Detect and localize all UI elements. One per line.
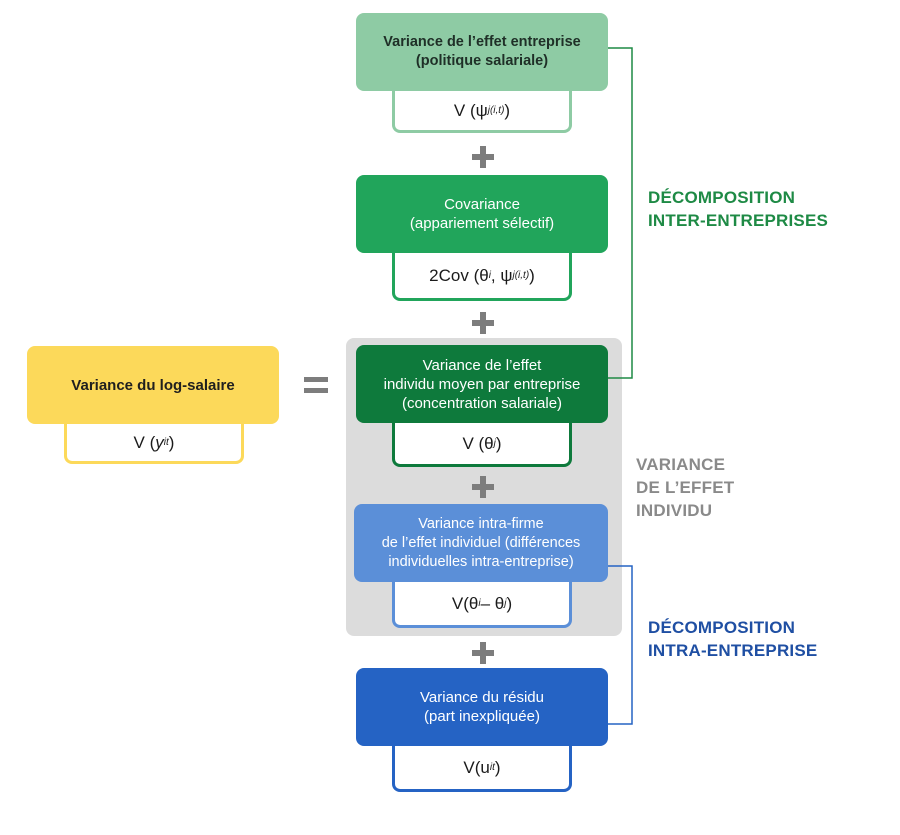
- formula-base: V (ψ: [453, 100, 488, 120]
- formula-end: ): [529, 265, 535, 285]
- residual-box: Variance du résidu (part inexpliquée): [356, 668, 608, 746]
- formula-base: V (: [133, 432, 156, 452]
- box-line: (concentration salariale): [401, 394, 563, 412]
- intra-firm-label: DÉCOMPOSITION INTRA-ENTREPRISE: [648, 616, 817, 662]
- box-line: individuelles intra-entreprise): [388, 553, 574, 570]
- box-line: Covariance: [444, 196, 520, 213]
- formula-base: V (θ: [462, 433, 494, 453]
- formula-sub: it: [489, 762, 495, 773]
- equals-sign: [304, 372, 328, 398]
- formula-base: V(θ: [451, 593, 479, 613]
- inter-bracket: [608, 47, 633, 379]
- formula-mid: – θ: [480, 593, 505, 613]
- formula-sub: j(i,t): [487, 105, 505, 116]
- box-line: individu moyen par entreprise: [383, 375, 581, 393]
- formula-sub: it: [163, 437, 169, 448]
- label-line: DÉCOMPOSITION: [648, 618, 796, 637]
- formula-sub: i: [478, 598, 481, 609]
- formula-sub: i: [488, 270, 491, 281]
- label-line: VARIANCE: [636, 455, 726, 474]
- individual-effect-label: VARIANCE DE L’EFFET INDIVIDU: [636, 453, 734, 522]
- label-line: INDIVIDU: [636, 501, 713, 520]
- box-line: Variance de l’effet entreprise: [383, 34, 581, 50]
- box-line: Variance de l’effet: [422, 356, 542, 374]
- plus-icon: [472, 146, 494, 168]
- intra-bracket: [608, 565, 633, 725]
- formula-end: ): [504, 100, 511, 120]
- label-line: DE L’EFFET: [636, 478, 735, 497]
- box-line: (part inexpliquée): [424, 708, 540, 725]
- plus-icon: [472, 312, 494, 334]
- formula-sub: j: [504, 598, 507, 609]
- box-line: (politique salariale): [415, 53, 549, 69]
- within-firm-box: Variance intra-firme de l’effet individu…: [354, 504, 608, 582]
- plus-icon: [472, 642, 494, 664]
- plus-icon: [472, 476, 494, 498]
- firm-effect-box: Variance de l’effet entreprise (politiqu…: [356, 13, 608, 91]
- formula-end: ): [506, 593, 513, 613]
- total-variance-box: Variance du log-salaire: [27, 346, 279, 424]
- inter-firm-label: DÉCOMPOSITION INTER-ENTREPRISES: [648, 186, 828, 232]
- covariance-box: Covariance (appariement sélectif): [356, 175, 608, 253]
- formula-end: ): [168, 432, 175, 452]
- label-line: DÉCOMPOSITION: [648, 188, 796, 207]
- total-variance-title: Variance du log-salaire: [71, 376, 235, 394]
- formula-sub: j: [493, 438, 496, 449]
- box-line: Variance intra-firme: [418, 515, 544, 532]
- formula-base: V(u: [463, 757, 490, 777]
- label-line: INTRA-ENTREPRISE: [648, 641, 818, 660]
- formula-base: 2Cov (θ: [429, 265, 489, 285]
- formula-var: y: [155, 432, 164, 452]
- formula-end: ): [494, 757, 501, 777]
- formula-mid: , ψ: [490, 265, 513, 285]
- formula-sub: j(i,t): [512, 270, 530, 281]
- label-line: INTER-ENTREPRISES: [648, 211, 829, 230]
- box-line: Variance du résidu: [420, 689, 544, 706]
- box-line: (appariement sélectif): [409, 215, 555, 232]
- box-line: de l’effet individuel (différences: [381, 534, 581, 551]
- mean-individual-effect-box: Variance de l’effet individu moyen par e…: [356, 345, 608, 423]
- formula-end: ): [495, 433, 502, 453]
